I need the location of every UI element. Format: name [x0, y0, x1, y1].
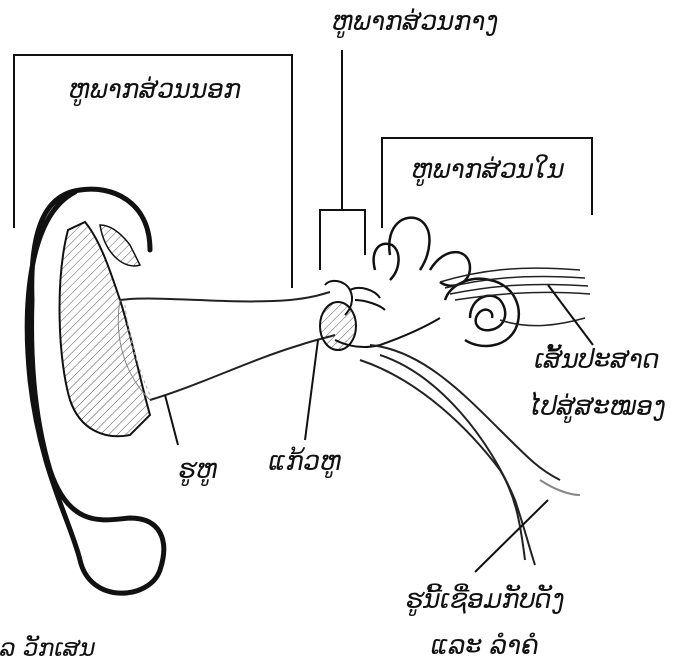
- inner-ear-structure: [374, 218, 519, 346]
- label-outer-ear: ຫູພາກສ່ວນນອກ: [69, 75, 242, 107]
- label-tube-line1: ຮູນີ້ເຊື່ອມກັບດັງ: [406, 584, 565, 617]
- pointer-lines: [165, 285, 593, 572]
- label-inner-ear: ຫູພາກສ່ວນໃນ: [412, 155, 565, 187]
- eustachian-tube: [360, 345, 580, 565]
- label-nerve-line2: ໄປສູ່ສະໝອງ: [529, 391, 666, 424]
- label-middle-ear: ຫູພາກສ່ວນກາງ: [332, 7, 498, 39]
- eardrum-shape: [320, 302, 356, 350]
- label-tube-line2: ແລະ ລຳຄໍ: [431, 631, 539, 660]
- label-eardrum: ແກ້ວຫູ: [269, 446, 343, 479]
- ear-canal: [118, 292, 335, 400]
- label-nerve-line1: ເສັ້ນປະສາດ: [534, 344, 659, 375]
- pinna: [27, 189, 163, 593]
- label-ear-canal: ຮູຫູ: [178, 455, 218, 487]
- caption-partial: ລ ວັກເສນ: [0, 634, 96, 660]
- middle-ear-bracket: [320, 50, 365, 270]
